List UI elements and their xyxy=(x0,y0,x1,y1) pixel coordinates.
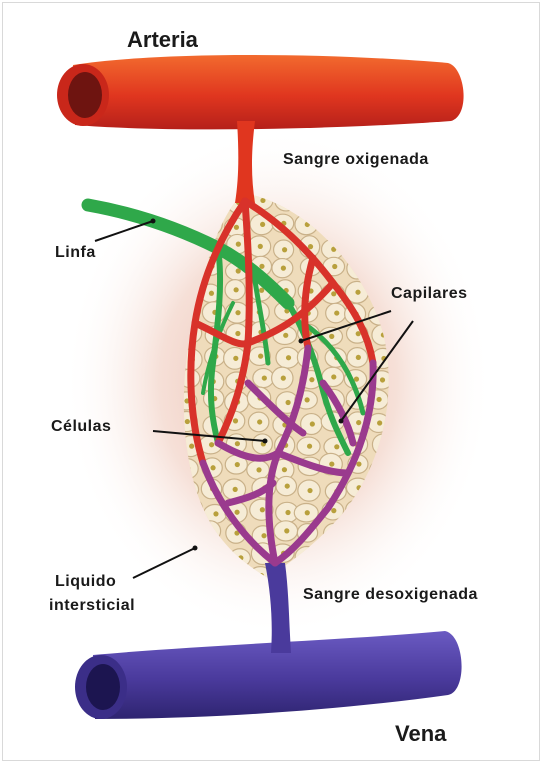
cell-nucleus xyxy=(307,444,312,449)
cell-nucleus xyxy=(356,420,361,425)
cell-nucleus xyxy=(236,242,241,247)
label-sangre-desoxigenada: Sangre desoxigenada xyxy=(303,586,478,604)
cell-nucleus xyxy=(281,266,286,271)
cell-nucleus xyxy=(354,377,359,382)
cell-nucleus xyxy=(260,222,265,227)
cell-nucleus xyxy=(260,507,265,512)
cell-nucleus xyxy=(259,264,264,269)
cell-nucleus xyxy=(235,462,240,467)
label-sangre-oxigenada: Sangre oxigenada xyxy=(283,151,429,169)
cell-nucleus xyxy=(332,264,337,269)
label-capilares: Capilares xyxy=(391,285,468,303)
cell-nucleus xyxy=(285,483,290,488)
cell-nucleus xyxy=(234,510,239,515)
cell-nucleus xyxy=(213,511,218,516)
cell-nucleus xyxy=(285,510,290,515)
cell-nucleus xyxy=(305,397,310,402)
cell-nucleus xyxy=(261,533,266,538)
cell-nucleus xyxy=(283,333,288,338)
artery xyxy=(57,55,464,129)
cell-nucleus xyxy=(334,310,339,315)
cell-nucleus xyxy=(282,467,287,472)
cell-nucleus xyxy=(234,287,239,292)
cell-nucleus xyxy=(331,508,336,513)
cell-nucleus xyxy=(209,442,214,447)
cell-nucleus xyxy=(305,510,310,515)
cell-nucleus xyxy=(329,334,334,339)
cell-nucleus xyxy=(308,244,313,249)
cell-nucleus xyxy=(258,354,263,359)
label-intersticial: intersticial xyxy=(49,597,135,615)
cell-nucleus xyxy=(284,528,289,533)
cell-nucleus xyxy=(334,444,339,449)
cell-nucleus xyxy=(257,419,262,424)
cell-nucleus xyxy=(256,467,261,472)
cell-nucleus xyxy=(258,244,263,249)
cell-nucleus xyxy=(329,461,334,466)
cell-nucleus xyxy=(210,465,215,470)
cell-nucleus xyxy=(185,419,190,424)
cell-nucleus xyxy=(235,310,240,315)
cell-nucleus xyxy=(377,420,382,425)
cell-nucleus xyxy=(286,355,291,360)
cell-nucleus xyxy=(282,247,287,252)
cell-nucleus xyxy=(233,487,238,492)
cell-nucleus xyxy=(309,377,314,382)
cell-nucleus xyxy=(356,355,361,360)
label-linfa: Linfa xyxy=(55,244,96,262)
cell-nucleus xyxy=(380,377,385,382)
cell-nucleus xyxy=(281,376,286,381)
cell-nucleus xyxy=(262,375,267,380)
cell-nucleus xyxy=(189,444,194,449)
capillary-bed-diagram xyxy=(3,3,540,761)
label-celulas: Células xyxy=(51,418,111,436)
cell-nucleus xyxy=(376,397,381,402)
cell-nucleus xyxy=(233,418,238,423)
cell-nucleus xyxy=(331,374,336,379)
cell-nucleus xyxy=(209,291,214,296)
label-arteria: Arteria xyxy=(127,27,198,53)
cell-nucleus xyxy=(310,421,315,426)
cell-nucleus xyxy=(235,441,240,446)
vein xyxy=(75,631,462,719)
cell-nucleus xyxy=(285,400,290,405)
cell-nucleus xyxy=(235,331,240,336)
label-vena: Vena xyxy=(395,721,446,747)
label-liquido: Liquido xyxy=(55,573,116,591)
cell-nucleus xyxy=(233,356,238,361)
cell-nucleus xyxy=(307,488,312,493)
cell-nucleus xyxy=(234,225,239,230)
cell-nucleus xyxy=(355,290,360,295)
